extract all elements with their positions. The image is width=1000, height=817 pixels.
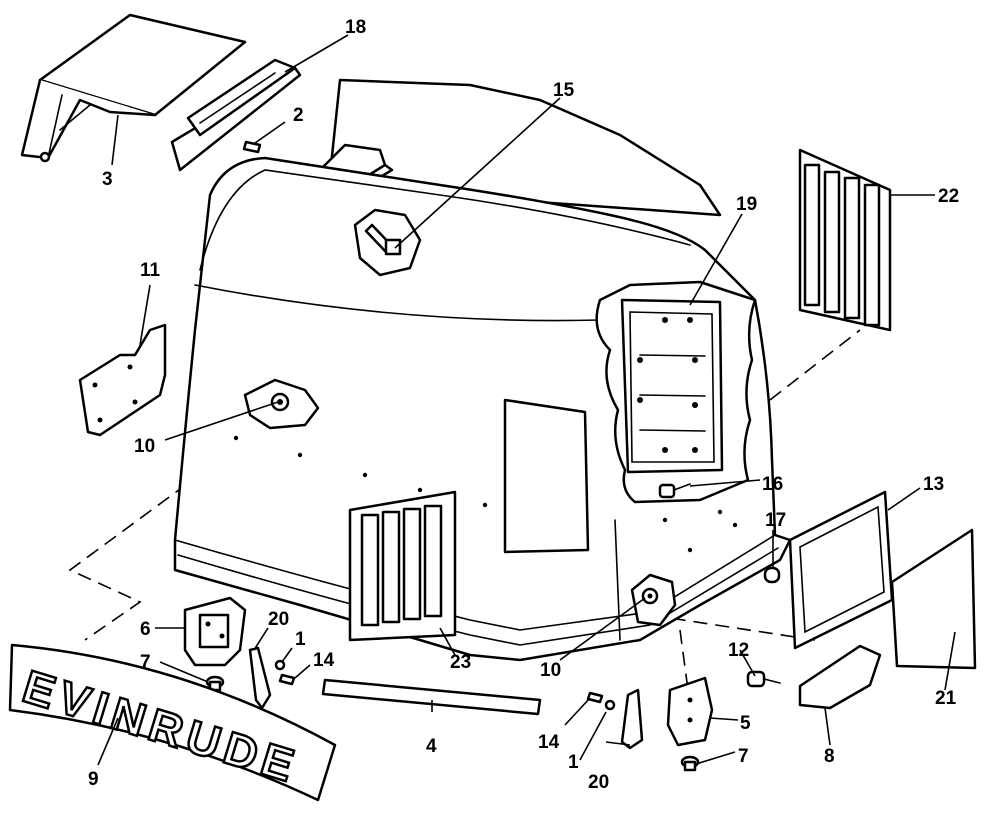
- part-1-washer-right: [604, 699, 616, 711]
- callout-22: 22: [938, 186, 959, 207]
- callout-10-right: 10: [540, 660, 561, 681]
- callout-23: 23: [450, 652, 471, 673]
- part-6-latch: [183, 596, 247, 667]
- part-12-bolt: [746, 670, 781, 688]
- callout-19: 19: [736, 194, 757, 215]
- part-10-grommet-left: [243, 378, 320, 430]
- part-14-screw-right: [586, 691, 604, 704]
- part-20-bracket-right: [620, 688, 644, 750]
- part-9-nameplate: EVINRUDE: [8, 643, 337, 802]
- part-22-grille: [798, 148, 892, 332]
- callout-7-left: 7: [140, 652, 151, 673]
- part-8-block: [798, 644, 882, 710]
- callout-12: 12: [728, 640, 749, 661]
- callout-14-right: 14: [538, 732, 560, 753]
- callout-17: 17: [765, 510, 786, 531]
- callout-6: 6: [140, 619, 151, 640]
- callout-labels: 18 3 2 15 11 10 19 22 16 17 13 21 10 23 …: [88, 17, 959, 793]
- part-16-fastener: [658, 483, 691, 499]
- part-1-washer-left: [274, 659, 286, 671]
- callout-1-left: 1: [295, 629, 306, 650]
- part-10-grommet-right: [630, 573, 677, 627]
- part-20-bracket-left: [248, 646, 272, 710]
- part-17-pin: [763, 566, 781, 584]
- part-21-decal: [890, 528, 977, 670]
- part-18-vent: [170, 58, 302, 172]
- callout-4: 4: [426, 736, 437, 757]
- callout-20-left: 20: [268, 609, 289, 630]
- part-13-frame: [788, 490, 894, 650]
- part-3-top-cover: [20, 13, 247, 163]
- callout-15: 15: [553, 80, 575, 101]
- part-5-latch: [666, 676, 714, 747]
- part-2-screw: [242, 140, 262, 154]
- part-11-bracket: [78, 323, 167, 437]
- callout-11: 11: [140, 260, 161, 281]
- callout-14-left: 14: [313, 650, 335, 671]
- callout-9: 9: [88, 769, 99, 790]
- callout-21: 21: [935, 688, 957, 709]
- callout-2: 2: [293, 105, 304, 126]
- callout-20-right: 20: [588, 772, 609, 793]
- part-4-strip: [321, 678, 542, 716]
- callout-16: 16: [762, 474, 783, 495]
- callout-7-right: 7: [738, 746, 749, 767]
- callout-13: 13: [923, 474, 944, 495]
- callout-8: 8: [824, 746, 835, 767]
- callout-18: 18: [345, 17, 366, 38]
- leader-lines: [97, 34, 956, 766]
- part-7-knob-right: [680, 755, 700, 772]
- callout-10-left: 10: [134, 436, 155, 457]
- cutaway-panel: [595, 280, 757, 504]
- callout-3: 3: [102, 169, 113, 190]
- callout-1-right: 1: [568, 752, 579, 773]
- part-14-screw-left: [278, 673, 296, 686]
- part-23-grille: [348, 490, 457, 642]
- part-15-plate-screw: [353, 208, 422, 277]
- callout-5: 5: [740, 713, 751, 734]
